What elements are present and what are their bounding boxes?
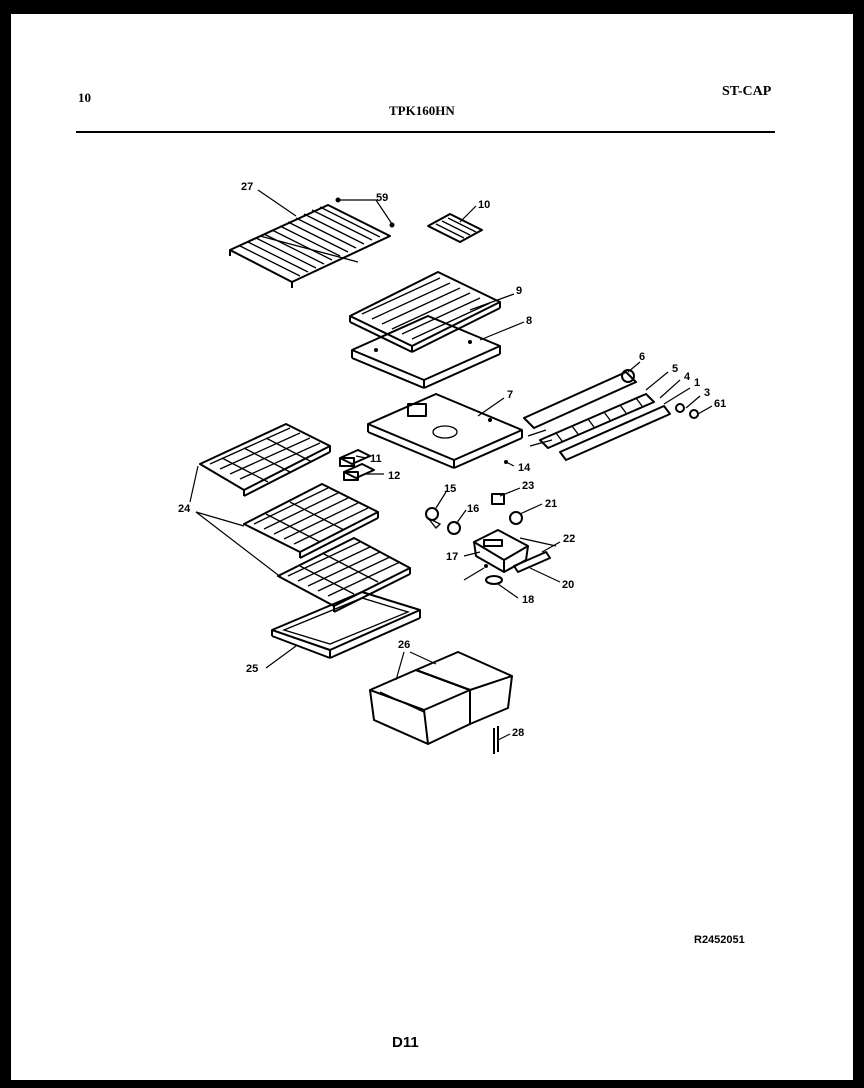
callout-25: 25	[246, 663, 258, 675]
part-9-freezer-shelf	[349, 271, 501, 353]
callout-7: 7	[507, 389, 513, 401]
part-17-control-box	[473, 529, 529, 573]
part-24-glass-shelf-2	[243, 483, 379, 559]
section-code: ST-CAP	[722, 84, 772, 99]
part-5-light-tube	[539, 393, 655, 449]
header-rule	[76, 131, 775, 133]
part-26-crisper-drawers	[369, 651, 513, 745]
callout-24: 24	[178, 503, 191, 515]
part-24-glass-shelf-3	[277, 537, 411, 613]
callout-22: 22	[563, 533, 575, 545]
part-61-screw	[484, 564, 488, 568]
part-22-capillary	[519, 537, 557, 547]
callout-1: 1	[694, 377, 700, 389]
callout-4: 4	[684, 371, 691, 383]
callout-14: 14	[518, 462, 531, 474]
part-24-glass-shelf-1	[199, 423, 331, 497]
part-21-insulator	[509, 511, 523, 525]
leader-lines	[189, 189, 713, 741]
callout-11: 27	[241, 181, 253, 193]
part-wiring	[527, 429, 553, 447]
callout-15: 15	[444, 483, 456, 495]
part-7-control-housing	[367, 393, 523, 469]
part-12-bracket	[339, 449, 371, 467]
part-27-clip	[493, 726, 499, 754]
callout-16: 16	[467, 503, 479, 515]
part-18-bracket	[485, 575, 503, 585]
model-number: TPK160HN	[389, 103, 455, 118]
part-15-knob	[425, 507, 442, 529]
part-6-light-shield	[523, 369, 637, 429]
callout-10: 10	[478, 199, 490, 211]
callout-9: 9	[516, 285, 522, 297]
paper-sheet	[11, 14, 853, 1080]
callout-18: 18	[522, 594, 534, 606]
part-13-bracket	[343, 463, 375, 481]
part-8-freezer-floor	[351, 315, 501, 389]
part-11-wire-shelf	[229, 204, 391, 288]
part-28-screws	[335, 197, 395, 228]
callout-59: 61	[714, 398, 726, 410]
diagram-code: D11	[392, 1034, 419, 1051]
callout-20: 20	[562, 579, 574, 591]
callout-21: 21	[545, 498, 557, 510]
callout-5: 5	[672, 363, 678, 375]
page-number: 10	[78, 90, 91, 105]
part-23-cap	[491, 493, 505, 505]
part-16-knob	[447, 521, 461, 535]
callout-6: 6	[639, 351, 645, 363]
callout-27: 28	[512, 727, 524, 739]
callout-12: 11	[370, 453, 382, 465]
callout-23: 23	[522, 480, 534, 492]
reference-number: R2452051	[694, 934, 745, 946]
callout-labels: 27 59 10 9 8 7 6 5 4 1 3 61 11 12 14 15 …	[178, 181, 726, 739]
callout-28: 59	[376, 192, 388, 204]
callout-26: 26	[398, 639, 410, 651]
part-25-crisper-cover	[271, 591, 421, 659]
part-20-thermostat	[513, 551, 551, 573]
callout-17: 17	[446, 551, 458, 563]
part-10-vent	[427, 213, 483, 243]
callout-13: 12	[388, 470, 400, 482]
callout-8: 8	[526, 315, 532, 327]
callout-3: 3	[704, 387, 710, 399]
